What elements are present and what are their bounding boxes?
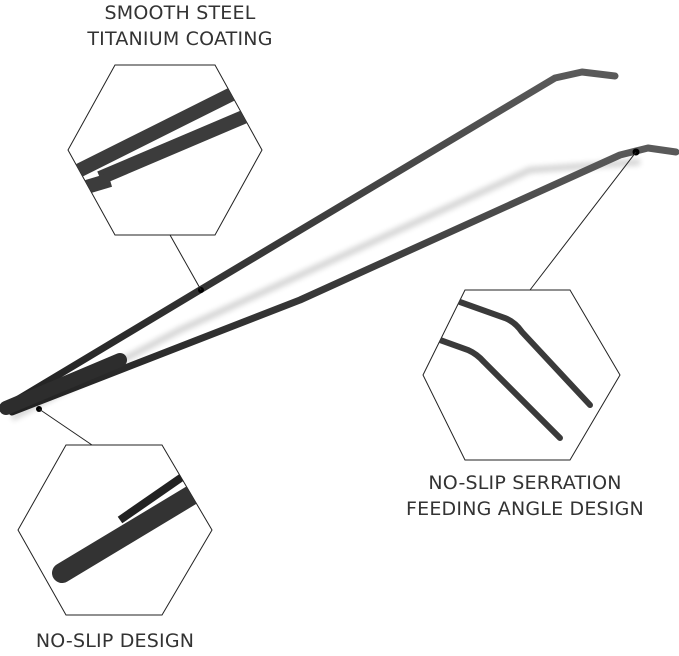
callout-right-line-2: FEEDING ANGLE DESIGN [406,498,644,520]
callout-bottom-line-1: NO-SLIP DESIGN [35,630,195,652]
tweezers-upper-arm [6,68,619,408]
callout-top-line-2: TITANIUM COATING [87,28,273,50]
leader-line-top [169,234,202,291]
callout-label-right: NO-SLIP SERRATION FEEDING ANGLE DESIGN [395,470,655,522]
tweezers-handle [0,353,127,415]
hexagon-callout-top [67,64,263,236]
callout-top-line-1: SMOOTH STEEL [104,2,256,24]
callout-label-bottom: NO-SLIP DESIGN [10,628,220,654]
tweezers-lower-arm [8,144,679,416]
leader-line-right [529,151,637,291]
leader-line-bottom [38,408,93,446]
hexagon-callout-bottom [17,444,213,616]
callout-label-top: SMOOTH STEEL TITANIUM COATING [60,0,300,52]
callout-right-line-1: NO-SLIP SERRATION [428,472,622,494]
hexagon-callout-right [422,289,621,461]
